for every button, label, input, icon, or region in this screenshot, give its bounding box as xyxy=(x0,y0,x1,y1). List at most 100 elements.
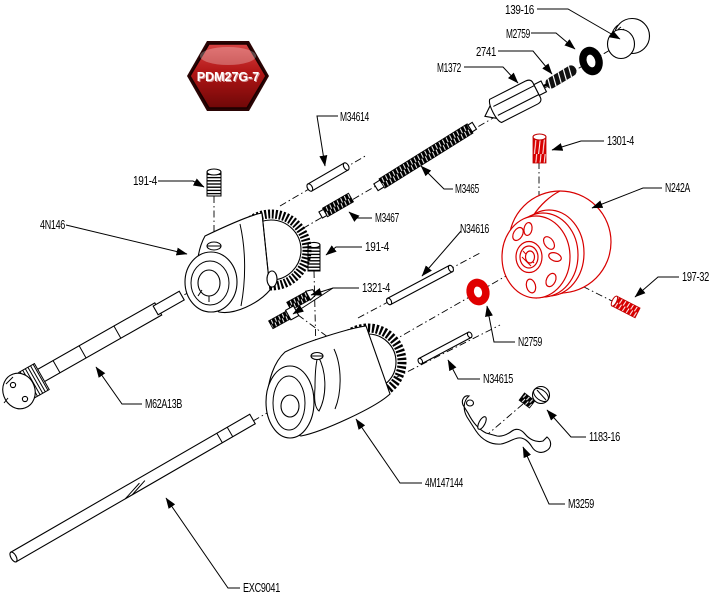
part-shaft-m62a13b xyxy=(2,290,185,410)
part-label-197-32: 197-32 xyxy=(682,270,709,284)
screw-head-rim xyxy=(533,388,549,402)
badge-hexagon xyxy=(189,43,267,109)
spring-body xyxy=(545,65,577,89)
part-label-2741: 2741 xyxy=(476,45,496,59)
part-shaft-exc9041 xyxy=(9,413,257,563)
valve-facet-lines xyxy=(493,85,540,116)
pin-end xyxy=(386,297,393,306)
setscrew-197-32-centerline xyxy=(569,279,619,305)
pin-body xyxy=(307,162,349,192)
shaft-flat-detail xyxy=(124,480,146,500)
leader-1321-4-b xyxy=(292,287,334,315)
drum-bore xyxy=(280,394,300,418)
rod-threads xyxy=(378,123,474,189)
part-pin-n34616 xyxy=(386,264,454,306)
housing-bore xyxy=(197,269,221,297)
part-label-139-16: 139-16 xyxy=(505,3,534,17)
part-setscrew-1301-4 xyxy=(532,133,547,164)
pin-body xyxy=(386,264,454,306)
rod-tip xyxy=(467,121,478,133)
part-label-m34614: M34614 xyxy=(340,110,369,124)
drum-slot-edge xyxy=(333,348,341,410)
lever-hole xyxy=(465,399,475,407)
part-label-191-4-top: 191-4 xyxy=(133,174,157,188)
shaft-nose xyxy=(152,290,185,316)
part-label-4n146: 4N146 xyxy=(40,218,65,232)
leader-n242a xyxy=(591,187,662,209)
setscrew-end xyxy=(610,295,619,307)
drum-hole xyxy=(542,236,556,250)
part-oring-m2759 xyxy=(579,46,603,76)
drum-hole xyxy=(545,272,557,288)
leader-1183-16 xyxy=(546,409,586,438)
housing-front-ring xyxy=(190,260,230,306)
pin-end xyxy=(417,357,424,365)
drum-hole xyxy=(523,221,533,237)
leader-lines xyxy=(65,8,679,589)
leader-n34615 xyxy=(447,359,480,380)
setscrew-threads xyxy=(206,171,222,197)
leader-m62a13b xyxy=(95,366,142,405)
setscrew-head xyxy=(206,168,222,176)
lever-body xyxy=(461,395,552,453)
leader-1301-4 xyxy=(551,140,604,151)
pin-end xyxy=(306,183,314,192)
badge-pdm27g-7: PDM27G-7 PDM27G-7 xyxy=(187,41,269,111)
part-label-n242a: N242A xyxy=(665,181,691,195)
part-pin-m34614 xyxy=(306,162,350,192)
setscrew-head xyxy=(532,133,547,141)
part-threaded-rod-m3465 xyxy=(373,121,478,192)
drum-hole xyxy=(525,278,537,294)
valve-body xyxy=(488,79,542,124)
oring-hole xyxy=(586,54,596,68)
joint-hole xyxy=(21,395,29,403)
part-label-n34616: N34616 xyxy=(460,222,489,236)
spring-coils xyxy=(547,65,573,90)
part-setscrew-191-4-top xyxy=(206,168,222,197)
drum-hole xyxy=(548,252,562,262)
part-label-exc9041: EXC9041 xyxy=(243,581,280,595)
leader-4n146 xyxy=(65,224,188,256)
drum-slot xyxy=(314,354,326,412)
m3467-threads xyxy=(321,192,355,218)
pin-end xyxy=(447,264,454,273)
housing-side-oval xyxy=(266,270,278,288)
part-valve-m1372 xyxy=(484,79,548,124)
part-label-191-4-mid: 191-4 xyxy=(365,240,389,254)
part-label-m3259: M3259 xyxy=(568,497,594,511)
part-label-m62a13b: M62A13B xyxy=(145,397,182,411)
drum-front-ring xyxy=(272,375,306,431)
part-cap-139-16 xyxy=(606,17,651,60)
pin-end xyxy=(342,162,350,171)
part-label-m1372: M1372 xyxy=(437,61,461,75)
leader-4m147144 xyxy=(355,418,422,484)
part-labels: 139-16 M2759 2741 M1372 M34614 191-4 4N1… xyxy=(40,3,710,595)
screw-head-slot xyxy=(536,389,547,401)
leader-191-4-mid xyxy=(325,245,362,256)
leader-m34614 xyxy=(316,115,338,167)
part-label-1321-4: 1321-4 xyxy=(362,281,390,295)
part-pin-n34615 xyxy=(417,331,473,365)
part-label-m2759: M2759 xyxy=(506,27,530,41)
badge-text-shadow: PDM27G-7 xyxy=(198,71,261,85)
part-threaded-m3467 xyxy=(318,192,355,219)
valve-neck xyxy=(533,80,548,97)
pin-end xyxy=(466,331,473,339)
leader-197-32 xyxy=(634,276,679,298)
screw-shank-threads xyxy=(518,392,536,409)
part-screws-1321-4 xyxy=(268,288,317,330)
shaft-collar-lines xyxy=(216,426,234,444)
part-label-n2759: N2759 xyxy=(518,335,542,349)
leader-2741 xyxy=(498,50,553,75)
part-label-1183-16: 1183-16 xyxy=(589,430,620,444)
leader-m3467 xyxy=(348,211,372,222)
part-label-m3467: M3467 xyxy=(375,211,399,225)
joint-hole xyxy=(9,381,17,389)
oring-hole xyxy=(473,286,483,298)
pin-body xyxy=(418,331,472,365)
leader-n2759 xyxy=(485,305,515,343)
drum-bore-center xyxy=(524,250,536,264)
leader-m3465 xyxy=(420,165,453,190)
